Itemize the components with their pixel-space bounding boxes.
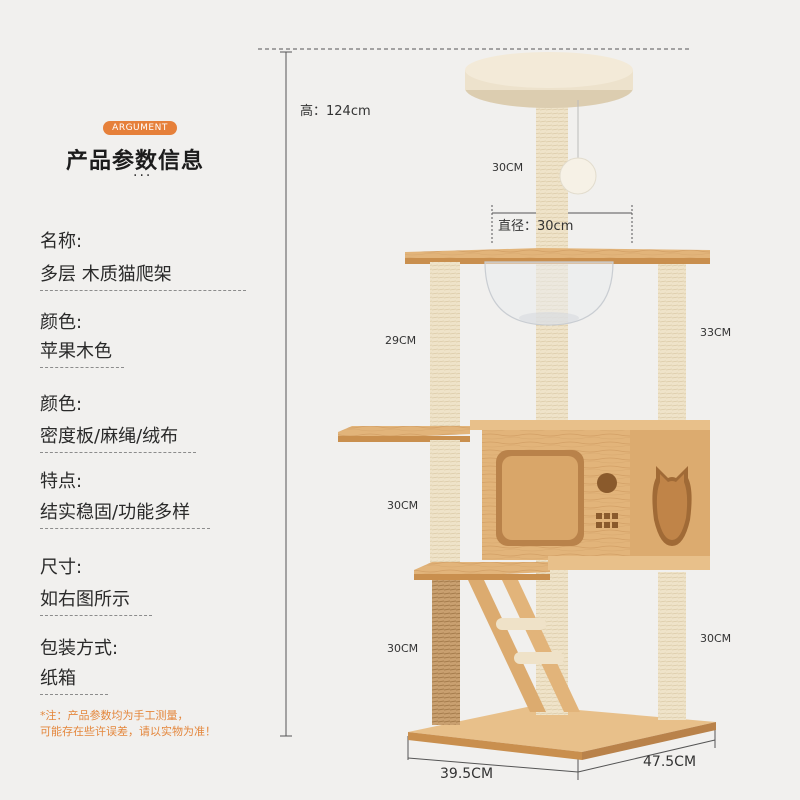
spec-value-size: 如右图所示 <box>40 585 152 616</box>
title-dots: ··· <box>133 168 153 184</box>
space-capsule-bowl <box>484 261 614 326</box>
spec-label-material: 颜色: <box>40 394 83 415</box>
note-line-1: *注：产品参数均为手工测量， <box>40 709 189 722</box>
dimension-lines <box>258 48 716 780</box>
spec-label-color: 颜色: <box>40 312 83 333</box>
hanging-ball-toy <box>559 157 597 195</box>
spec-label-packaging: 包装方式: <box>40 638 119 659</box>
height-dimension-label: 高：124cm <box>300 104 371 119</box>
base-platform <box>408 706 716 760</box>
page-title: 产品参数信息 <box>66 149 205 174</box>
cat-condo-box <box>470 420 710 560</box>
ladder <box>468 580 580 712</box>
right-upper-post <box>658 255 686 425</box>
spec-value-color: 苹果木色 <box>40 337 124 368</box>
side-step-platform <box>338 426 470 442</box>
spec-value-material: 密度板/麻绳/绒布 <box>40 422 196 453</box>
left-lower-dimension-label: 30CM <box>387 642 419 655</box>
spec-label-feature: 特点: <box>40 471 83 492</box>
lower-platform <box>414 556 710 580</box>
argument-badge: ARGUMENT <box>103 121 177 135</box>
note-line-2: 可能存在些许误差，请以实物为准！ <box>40 725 216 738</box>
top-plush-bed <box>465 52 633 108</box>
diameter-dimension-label: 直径：30cm <box>498 219 574 234</box>
depth-dimension-label: 47.5CM <box>643 754 697 770</box>
top-post-dimension-label: 30CM <box>492 161 524 174</box>
spec-label-name: 名称: <box>40 231 83 252</box>
right-lower-dimension-label: 30CM <box>700 632 732 645</box>
center-post <box>536 95 568 715</box>
right-upper-dimension-label: 33CM <box>700 326 732 339</box>
spec-value-name: 多层 木质猫爬架 <box>40 260 246 291</box>
width-dimension-label: 39.5CM <box>440 766 494 782</box>
upper-platform <box>405 248 710 264</box>
left-middle-dimension-label: 30CM <box>387 499 419 512</box>
left-upper-dimension-label: 29CM <box>385 334 417 347</box>
right-lower-post <box>658 572 686 720</box>
spec-value-packaging: 纸箱 <box>40 664 108 695</box>
scratching-post <box>432 580 460 725</box>
spec-label-size: 尺寸: <box>40 557 83 578</box>
left-middle-post <box>430 440 460 570</box>
spec-value-feature: 结实稳固/功能多样 <box>40 498 210 529</box>
left-upper-post <box>430 262 460 427</box>
